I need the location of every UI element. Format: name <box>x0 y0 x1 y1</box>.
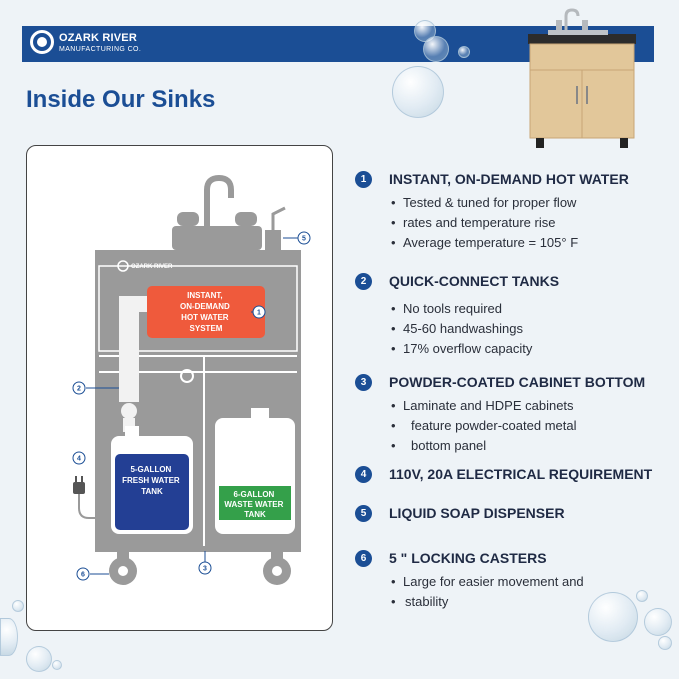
waste-tank-label: 6-GALLON WASTE WATER TANK <box>224 490 285 519</box>
callout-2: 2 <box>77 386 81 393</box>
callout-3: 3 <box>203 566 207 573</box>
plug-icon <box>73 476 95 519</box>
feature-number: 5 <box>355 504 372 522</box>
feature-bullet: 45-60 handwashings <box>355 319 665 339</box>
bubble-icon <box>588 592 638 642</box>
feature-title: 110V, 20A ELECTRICAL REQUIREMENT <box>389 466 653 482</box>
feature-bullet: 17% overflow capacity <box>355 339 665 359</box>
feature-bullet: No tools required <box>355 299 665 319</box>
fresh-water-tank: 5-GALLON FRESH WATER TANK <box>111 426 193 534</box>
soap-pump-icon <box>265 206 286 250</box>
bubble-icon <box>52 660 62 670</box>
feature-tanks: 2 QUICK-CONNECT TANKS No tools required 4… <box>355 271 665 359</box>
sink-diagram-card: OZARK RIVER INSTANT, ON-DEMAND HOT WATER… <box>26 145 333 631</box>
feature-number: 2 <box>355 272 372 290</box>
feature-bullet: feature powder-coated metal <box>355 416 665 436</box>
feature-title: INSTANT, ON-DEMAND HOT WATER <box>389 171 629 187</box>
feature-bullet: Tested & tuned for proper flow <box>355 193 665 213</box>
feature-title: POWDER-COATED CABINET BOTTOM <box>389 374 646 390</box>
product-image <box>528 8 636 148</box>
diagram-logo-text: OZARK RIVER <box>131 264 173 270</box>
feature-soap-dispenser: 5 LIQUID SOAP DISPENSER <box>355 503 665 523</box>
brand-subtitle: MANUFACTURING CO. <box>59 45 142 53</box>
bubble-icon <box>0 618 18 656</box>
brand-name: OZARK RIVER <box>59 31 137 44</box>
feature-bullet: rates and temperature rise <box>355 213 665 233</box>
feature-number: 4 <box>355 465 372 483</box>
bubble-icon <box>658 636 672 650</box>
callout-4: 4 <box>77 456 81 463</box>
fresh-tank-label: 5-GALLON FRESH WATER TANK <box>122 465 182 496</box>
page-title: Inside Our Sinks <box>26 86 216 113</box>
feature-bullet: Laminate and HDPE cabinets <box>355 396 665 416</box>
callout-1: 1 <box>257 310 261 317</box>
bubble-icon <box>12 600 24 612</box>
diagram-callouts: 1 2 3 4 5 6 <box>72 231 311 581</box>
feature-title: QUICK-CONNECT TANKS <box>389 273 560 289</box>
caster-icon <box>99 546 299 585</box>
bubble-icon <box>392 66 444 118</box>
feature-electrical: 4 110V, 20A ELECTRICAL REQUIREMENT <box>355 464 665 484</box>
callout-6: 6 <box>81 572 85 579</box>
waste-water-tank: 6-GALLON WASTE WATER TANK <box>215 408 295 534</box>
feature-title: 5 " LOCKING CASTERS <box>389 550 547 566</box>
brand-logo: OZARK RIVER MANUFACTURING CO. <box>30 30 141 54</box>
bubble-icon <box>458 46 470 58</box>
feature-casters: 6 5 " LOCKING CASTERS Large for easier mo… <box>355 548 665 612</box>
feature-number: 6 <box>355 549 372 567</box>
hot-water-heater <box>147 286 265 338</box>
bubble-icon <box>644 608 672 636</box>
callout-5: 5 <box>302 236 306 243</box>
feature-bullet: Large for easier movement and <box>355 572 665 592</box>
sink-cutaway-diagram: OZARK RIVER INSTANT, ON-DEMAND HOT WATER… <box>72 174 311 585</box>
feature-bullet: stability <box>355 592 665 612</box>
bubble-icon <box>26 646 52 672</box>
logo-mark-icon <box>30 30 54 54</box>
faucet-icon <box>172 174 262 250</box>
feature-bullet: bottom panel <box>355 436 665 456</box>
bubble-icon <box>636 590 648 602</box>
feature-hot-water: 1 INSTANT, ON-DEMAND HOT WATER Tested & t… <box>355 169 665 253</box>
heater-label: INSTANT, ON-DEMAND HOT WATER SYSTEM <box>180 291 232 333</box>
feature-number: 3 <box>355 373 372 391</box>
feature-cabinet-bottom: 3 POWDER-COATED CABINET BOTTOM Laminate a… <box>355 372 665 456</box>
feature-title: LIQUID SOAP DISPENSER <box>389 505 565 521</box>
bubble-icon <box>423 36 449 62</box>
feature-bullet: Average temperature = 105° F <box>355 233 665 253</box>
feature-number: 1 <box>355 170 372 188</box>
